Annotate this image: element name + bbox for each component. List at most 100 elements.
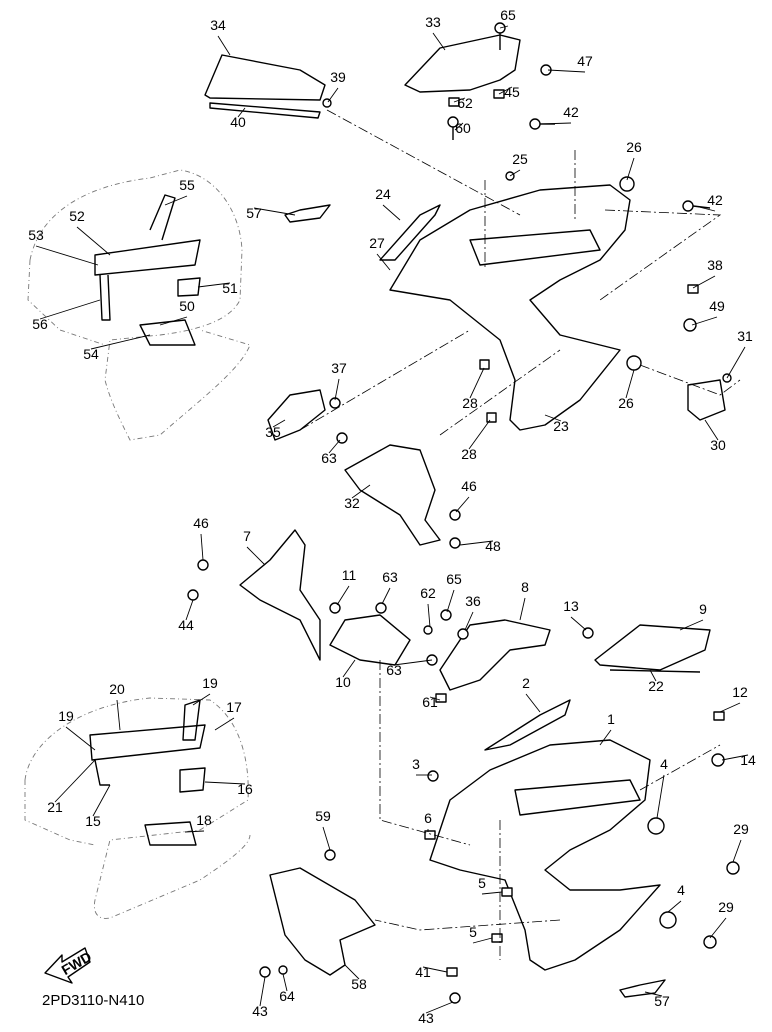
callout-29: 29 (733, 821, 749, 837)
leader-line (393, 659, 433, 666)
callout-33: 33 (425, 14, 441, 30)
callout-59: 59 (315, 808, 331, 824)
part-57b (619, 979, 666, 998)
callout-51: 51 (222, 280, 238, 296)
callout-48: 48 (485, 538, 501, 554)
leader-line (204, 781, 246, 785)
callout-47: 47 (577, 53, 593, 69)
leader-line (692, 275, 716, 289)
leader-line (499, 25, 509, 29)
part-33 (404, 34, 521, 93)
leader-line (217, 35, 231, 56)
leader-line (422, 966, 448, 973)
callout-4: 4 (660, 756, 668, 772)
leader-line (237, 107, 246, 118)
leader-line (547, 69, 586, 73)
leader-line (704, 419, 719, 441)
callout-58: 58 (351, 976, 367, 992)
callout-26: 26 (626, 139, 642, 155)
leader-line (519, 597, 526, 621)
leader-line (184, 830, 205, 833)
callout-24: 24 (375, 186, 391, 202)
callout-3: 3 (412, 756, 420, 772)
leader-line (656, 774, 665, 819)
leader-line (464, 611, 474, 631)
leader-line (691, 316, 718, 326)
leader-line (65, 726, 96, 751)
leader-line (197, 282, 231, 288)
callout-35: 35 (265, 424, 281, 440)
callout-44: 44 (178, 617, 194, 633)
ghost-fairing-lower (24, 697, 251, 919)
callout-11: 11 (342, 567, 357, 583)
leader-line (468, 419, 491, 450)
leader-line (525, 693, 541, 713)
callout-4: 4 (677, 882, 685, 898)
leader-line (116, 699, 121, 731)
leader-line (427, 603, 431, 628)
figure-code: 2PD3110-N410 (42, 992, 144, 1009)
leader-line (432, 32, 446, 51)
callout-37: 37 (331, 360, 347, 376)
leader-line (667, 900, 682, 913)
leader-line (679, 619, 704, 631)
callout-32: 32 (344, 495, 360, 511)
callout-16: 16 (237, 781, 253, 797)
leader-line (539, 122, 572, 125)
part-30 (687, 379, 726, 421)
part-57a (284, 204, 331, 223)
callout-52: 52 (69, 208, 85, 224)
leader-line (626, 157, 635, 181)
leader-line (719, 702, 741, 713)
callout-23: 23 (553, 418, 569, 434)
leader-line (625, 369, 635, 399)
callout-34: 34 (210, 17, 226, 33)
callout-19: 19 (58, 708, 74, 724)
callout-18: 18 (196, 812, 212, 828)
part-inner-cowl (389, 184, 631, 431)
callout-2: 2 (522, 675, 530, 691)
callout-26: 26 (618, 395, 634, 411)
callout-31: 31 (737, 328, 753, 344)
callout-56: 56 (32, 316, 48, 332)
callout-40: 40 (230, 114, 246, 130)
callout-53: 53 (28, 227, 44, 243)
callout-5: 5 (469, 924, 477, 940)
callout-46: 46 (461, 478, 477, 494)
leader-line (721, 754, 749, 761)
assembly-lines (299, 109, 741, 960)
callout-38: 38 (707, 257, 723, 273)
leader-line (429, 696, 441, 701)
part-24 (379, 204, 441, 261)
leader-line (342, 659, 356, 678)
leader-line (381, 587, 391, 605)
leader-line (159, 316, 188, 326)
part-9 (594, 624, 711, 671)
leader-line (39, 299, 101, 320)
part-58 (269, 867, 376, 976)
leader-line (253, 207, 296, 216)
leader-line (694, 205, 716, 212)
leader-line (455, 496, 470, 513)
leader-line (726, 346, 746, 379)
callout-45: 45 (504, 84, 520, 100)
callout-39: 39 (330, 69, 346, 85)
callout-5: 5 (478, 875, 486, 891)
callout-28: 28 (461, 446, 477, 462)
callout-28: 28 (462, 395, 478, 411)
leader-line (282, 973, 288, 992)
leader-line (454, 122, 464, 131)
callout-62: 62 (457, 95, 473, 111)
leader-line (200, 533, 204, 561)
callout-61: 61 (422, 694, 438, 710)
callout-49: 49 (709, 298, 725, 314)
callout-14: 14 (740, 752, 756, 768)
callout-12: 12 (732, 684, 748, 700)
leader-line (334, 378, 340, 401)
callout-57: 57 (246, 205, 262, 221)
callout-13: 13 (563, 598, 579, 614)
callout-63: 63 (321, 450, 337, 466)
callout-27: 27 (369, 235, 385, 251)
part-1 (429, 739, 661, 971)
